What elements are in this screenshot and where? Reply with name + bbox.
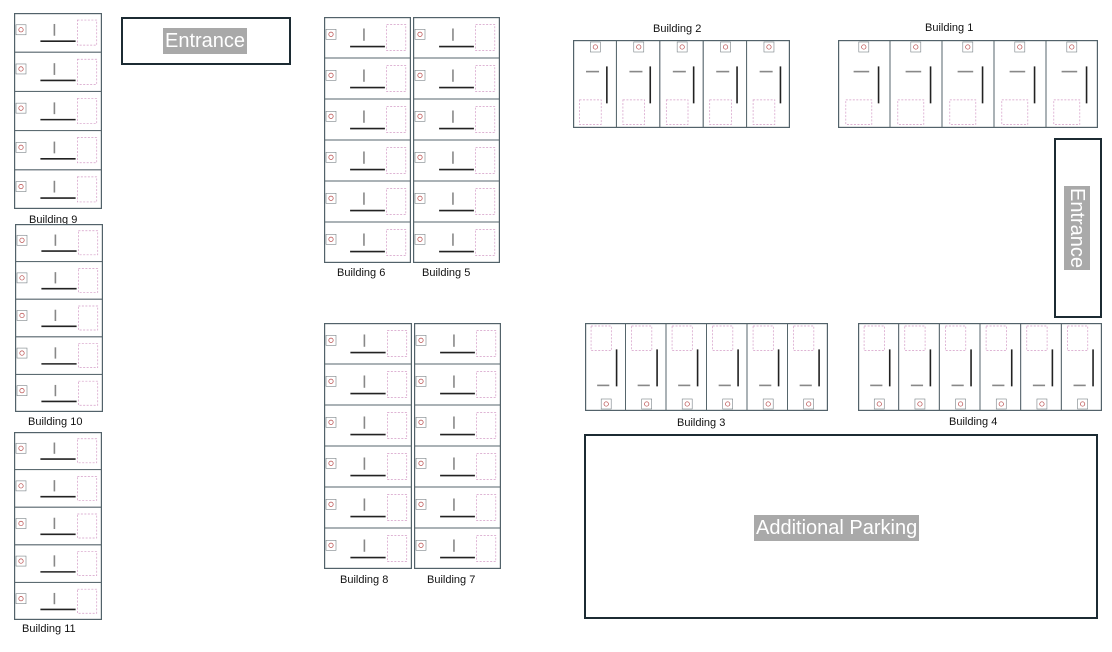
- unit-cell: [746, 40, 790, 128]
- building-6-label: Building 6: [337, 267, 386, 279]
- building-7-label: Building 7: [427, 574, 476, 586]
- building-10-label: Building 10: [28, 416, 83, 428]
- building-1-plan: [838, 40, 1098, 128]
- unit-cell: [1045, 40, 1098, 128]
- building-11-label: Building 11: [22, 623, 76, 635]
- unit-cell: [324, 221, 411, 263]
- building-6-plan: [324, 17, 411, 263]
- building-2-plan: [573, 40, 790, 128]
- unit-cell: [787, 323, 828, 411]
- building-8-plan: [324, 323, 412, 569]
- unit-cell: [414, 527, 501, 569]
- additional-parking-label: Additional Parking: [754, 515, 920, 541]
- unit-cell: [14, 169, 102, 209]
- building-2-label: Building 2: [653, 23, 702, 35]
- additional-parking-zone: Additional Parking: [584, 434, 1098, 619]
- building-5-label: Building 5: [422, 267, 471, 279]
- building-4-plan: [858, 323, 1102, 411]
- entrance-top-label: Entrance: [163, 28, 248, 54]
- building-10-plan: [15, 224, 103, 412]
- entrance-right-label: Entrance: [1064, 186, 1090, 271]
- unit-cell: [324, 527, 412, 569]
- entrance-top-zone: Entrance: [121, 17, 291, 65]
- building-11-plan: [14, 432, 102, 620]
- building-1-label: Building 1: [925, 22, 974, 34]
- building-5-plan: [413, 17, 500, 263]
- entrance-right-zone: Entrance: [1054, 138, 1102, 318]
- building-3-label: Building 3: [677, 417, 726, 429]
- building-8-label: Building 8: [340, 574, 389, 586]
- building-9-label: Building 9: [29, 214, 78, 226]
- building-7-plan: [414, 323, 501, 569]
- building-4-label: Building 4: [949, 416, 998, 428]
- building-9-plan: [14, 13, 102, 209]
- building-3-plan: [585, 323, 828, 411]
- unit-cell: [413, 221, 500, 263]
